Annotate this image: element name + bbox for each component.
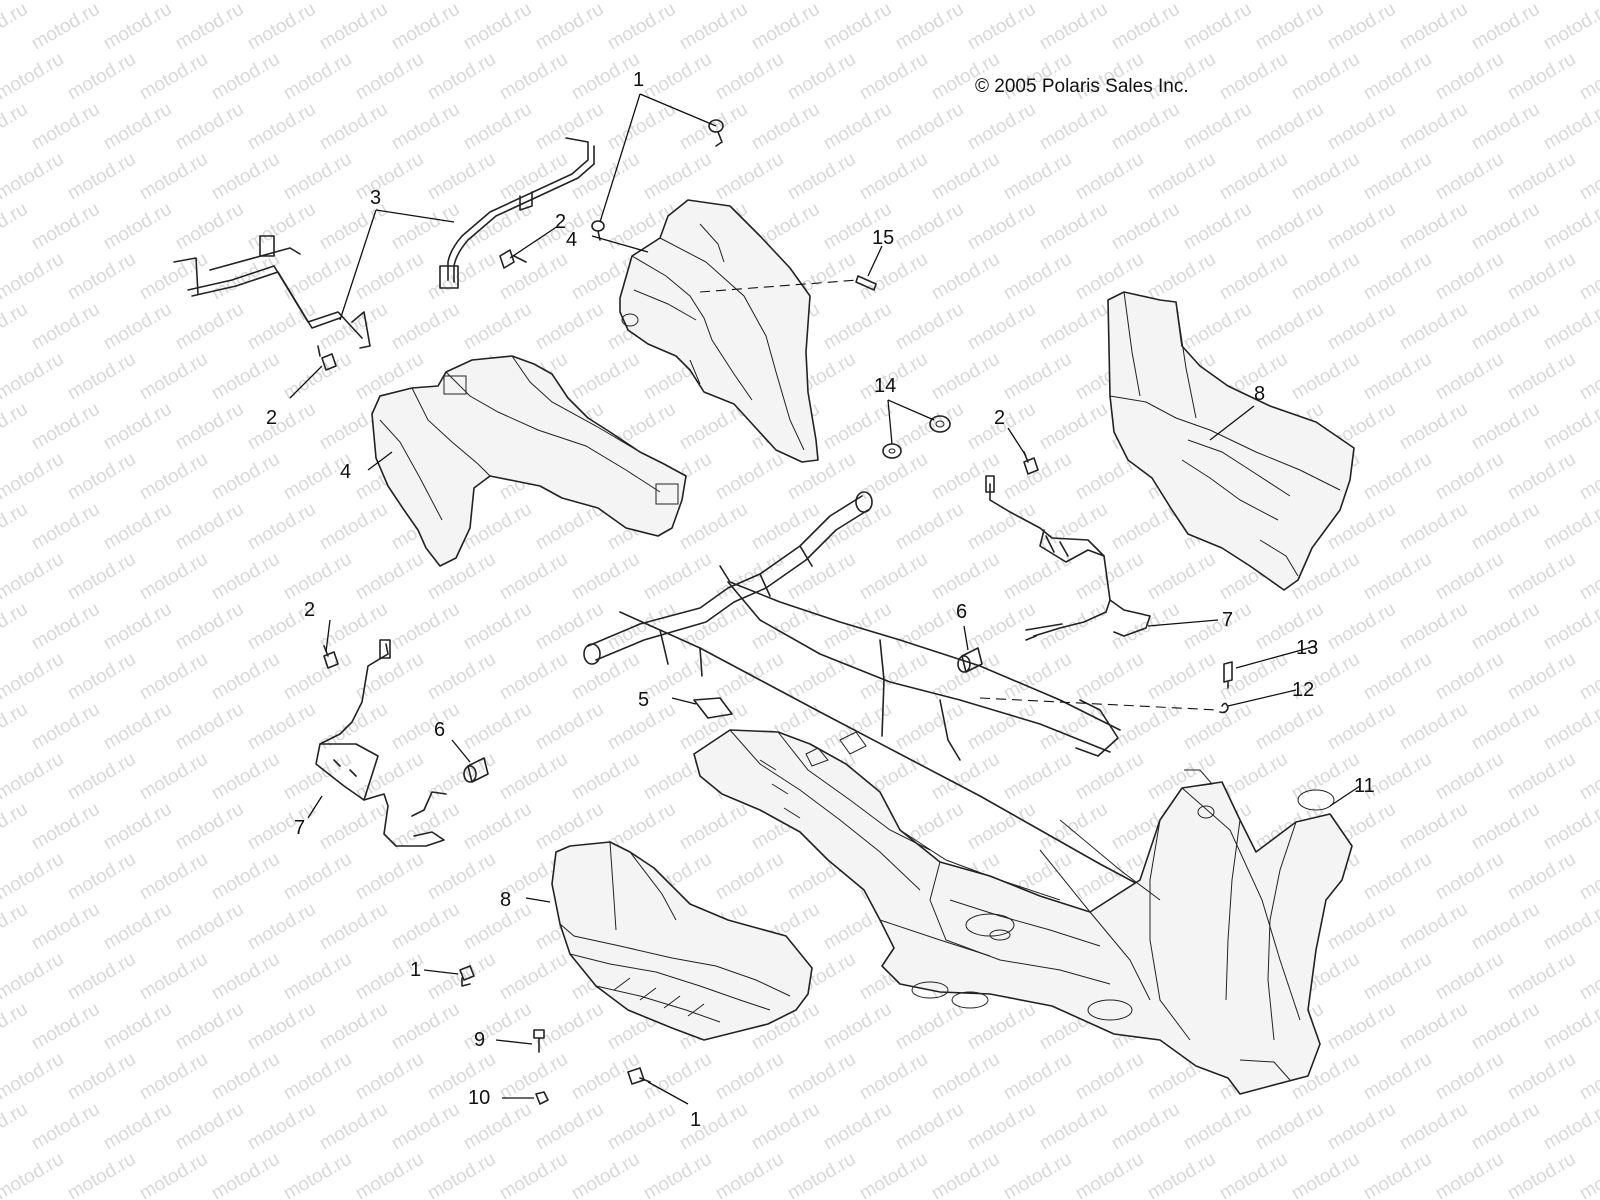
callout-1-lower: 1	[690, 1109, 701, 1131]
callout-labels: 1 2 3 2 4 4 15 14 2 8 6 7 13 12 5 2 6 7 …	[266, 69, 1375, 1131]
bushing-6-left	[463, 757, 489, 783]
callout-2-lower: 2	[304, 599, 315, 621]
callout-3: 3	[370, 187, 381, 209]
callout-2-right: 2	[994, 407, 1005, 429]
bushing-6-right	[957, 647, 983, 673]
fastener-1-lower-a	[459, 965, 475, 987]
bracket-3-lower	[173, 235, 371, 349]
main-frame-11	[583, 491, 1353, 1095]
callout-9: 9	[474, 1029, 485, 1051]
callout-4-upper: 4	[566, 229, 577, 251]
clip-12	[1219, 702, 1229, 714]
callout-13: 13	[1296, 637, 1318, 659]
callout-2-left: 2	[266, 407, 277, 429]
callout-10: 10	[468, 1087, 490, 1109]
fastener-1-lower-b	[627, 1067, 651, 1085]
nut-10	[535, 1091, 549, 1105]
callout-15: 15	[872, 227, 894, 249]
callout-5: 5	[638, 689, 649, 711]
pin-13	[1223, 661, 1233, 689]
callout-4-lower: 4	[340, 461, 351, 483]
callout-7-left: 7	[294, 817, 305, 839]
footwell-8-upper	[1107, 291, 1355, 591]
callout-1-lower-left: 1	[410, 959, 421, 981]
callout-7-right: 7	[1222, 609, 1233, 631]
fastener-1-top	[708, 119, 724, 147]
fender-liner-4-lower	[371, 355, 687, 567]
fastener-2-b	[317, 345, 337, 371]
callout-11: 11	[1354, 775, 1375, 797]
grommet-14	[882, 415, 951, 459]
fender-liner-4-upper	[619, 199, 819, 463]
bracket-3-upper	[439, 137, 595, 289]
callout-6-right: 6	[956, 601, 967, 623]
plug-15	[855, 275, 877, 291]
callout-14: 14	[874, 375, 896, 397]
copyright-text: © 2005 Polaris Sales Inc.	[975, 76, 1189, 97]
callout-12: 12	[1292, 679, 1314, 701]
footrest-bracket-7-left	[315, 639, 447, 847]
leader-lines	[289, 93, 1361, 1105]
callout-6-left: 6	[434, 719, 445, 741]
fastener-2-a	[499, 249, 527, 269]
footrest-bracket-7-right	[985, 475, 1151, 641]
callout-8-upper: 8	[1254, 383, 1265, 405]
callout-1-top: 1	[633, 69, 644, 91]
callout-8-lower: 8	[500, 889, 511, 911]
callout-2-upper: 2	[555, 211, 566, 233]
stud-9	[533, 1029, 545, 1053]
label-5	[693, 697, 733, 719]
footwell-8-lower	[551, 841, 813, 1041]
